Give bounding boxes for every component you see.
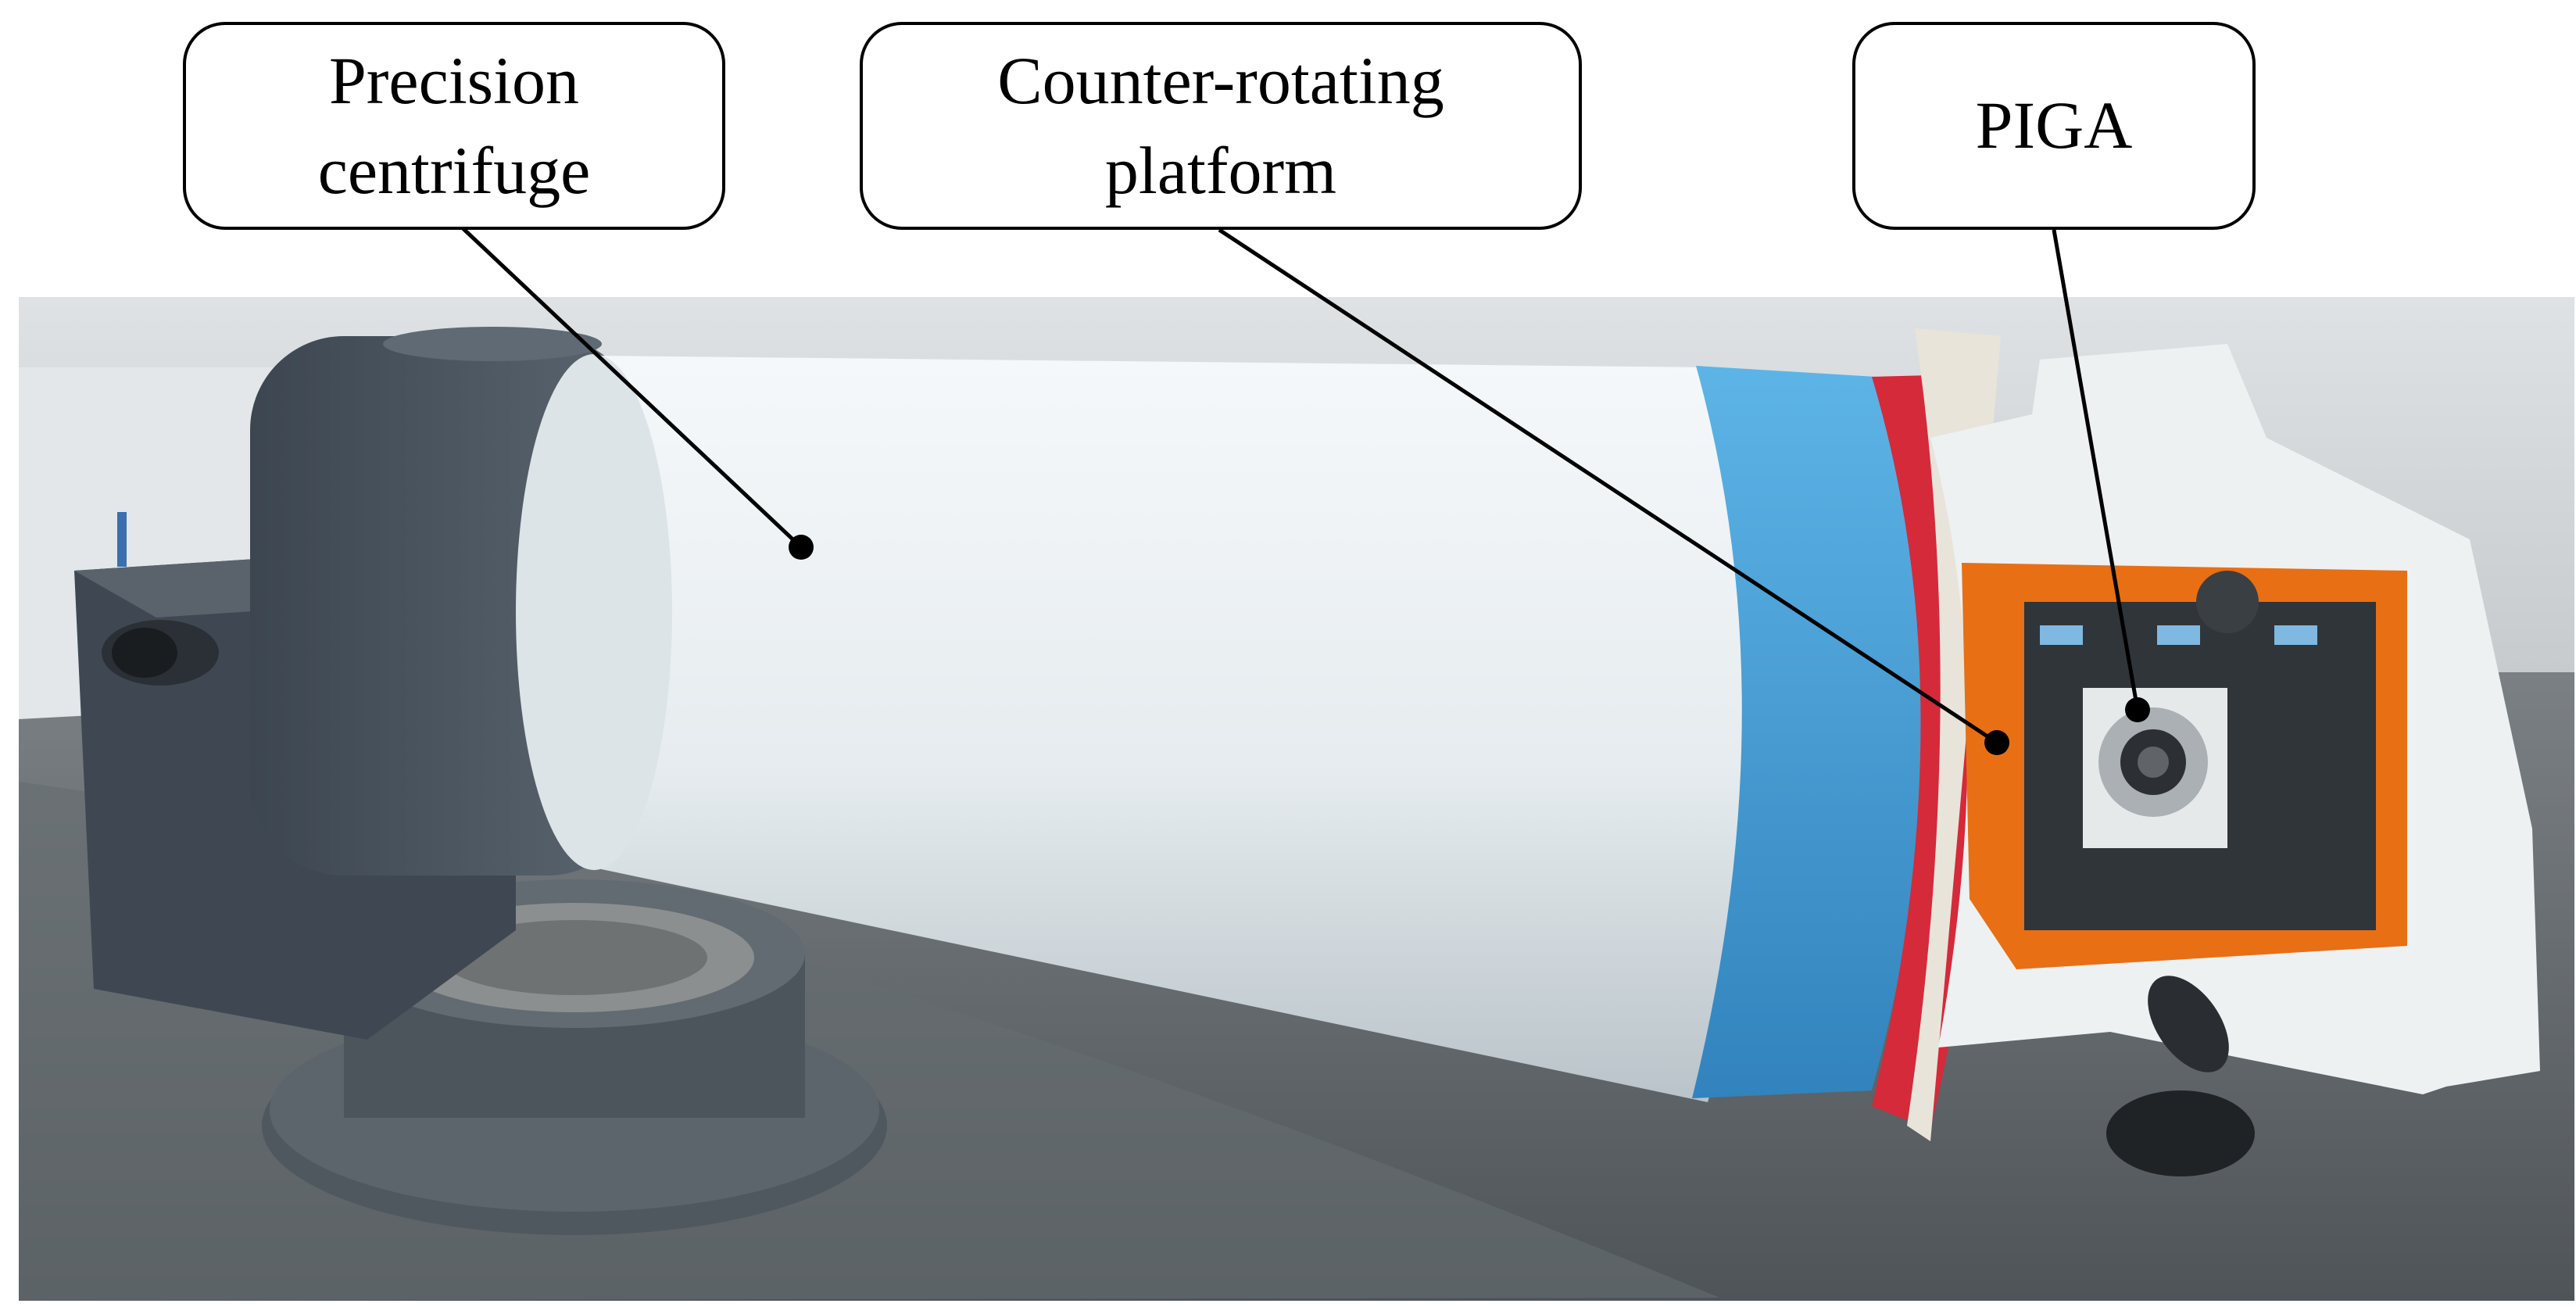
photo-scene: [19, 297, 2574, 1301]
centrifuge-label: Precision centrifuge: [317, 42, 591, 208]
piga-leader-line: [2052, 229, 2140, 711]
centrifuge-pointer-dot: [789, 535, 814, 560]
piga-pointer-dot: [2125, 697, 2150, 722]
platform-pointer-dot: [1984, 730, 2009, 755]
leader-lines: [460, 225, 2140, 745]
centrifuge-leader-line: [460, 225, 803, 549]
main-tube: [535, 356, 1769, 1102]
piga-label: PIGA: [1975, 88, 2133, 163]
platform-label: Counter-rotating platform: [997, 42, 1444, 208]
centrifuge-callout: Precision centrifuge: [183, 22, 725, 230]
platform-callout: Counter-rotating platform: [860, 22, 1582, 230]
blue-band: [1692, 366, 1926, 1098]
platform-leader-line: [1218, 227, 1998, 745]
piga-callout: PIGA: [1852, 22, 2256, 230]
